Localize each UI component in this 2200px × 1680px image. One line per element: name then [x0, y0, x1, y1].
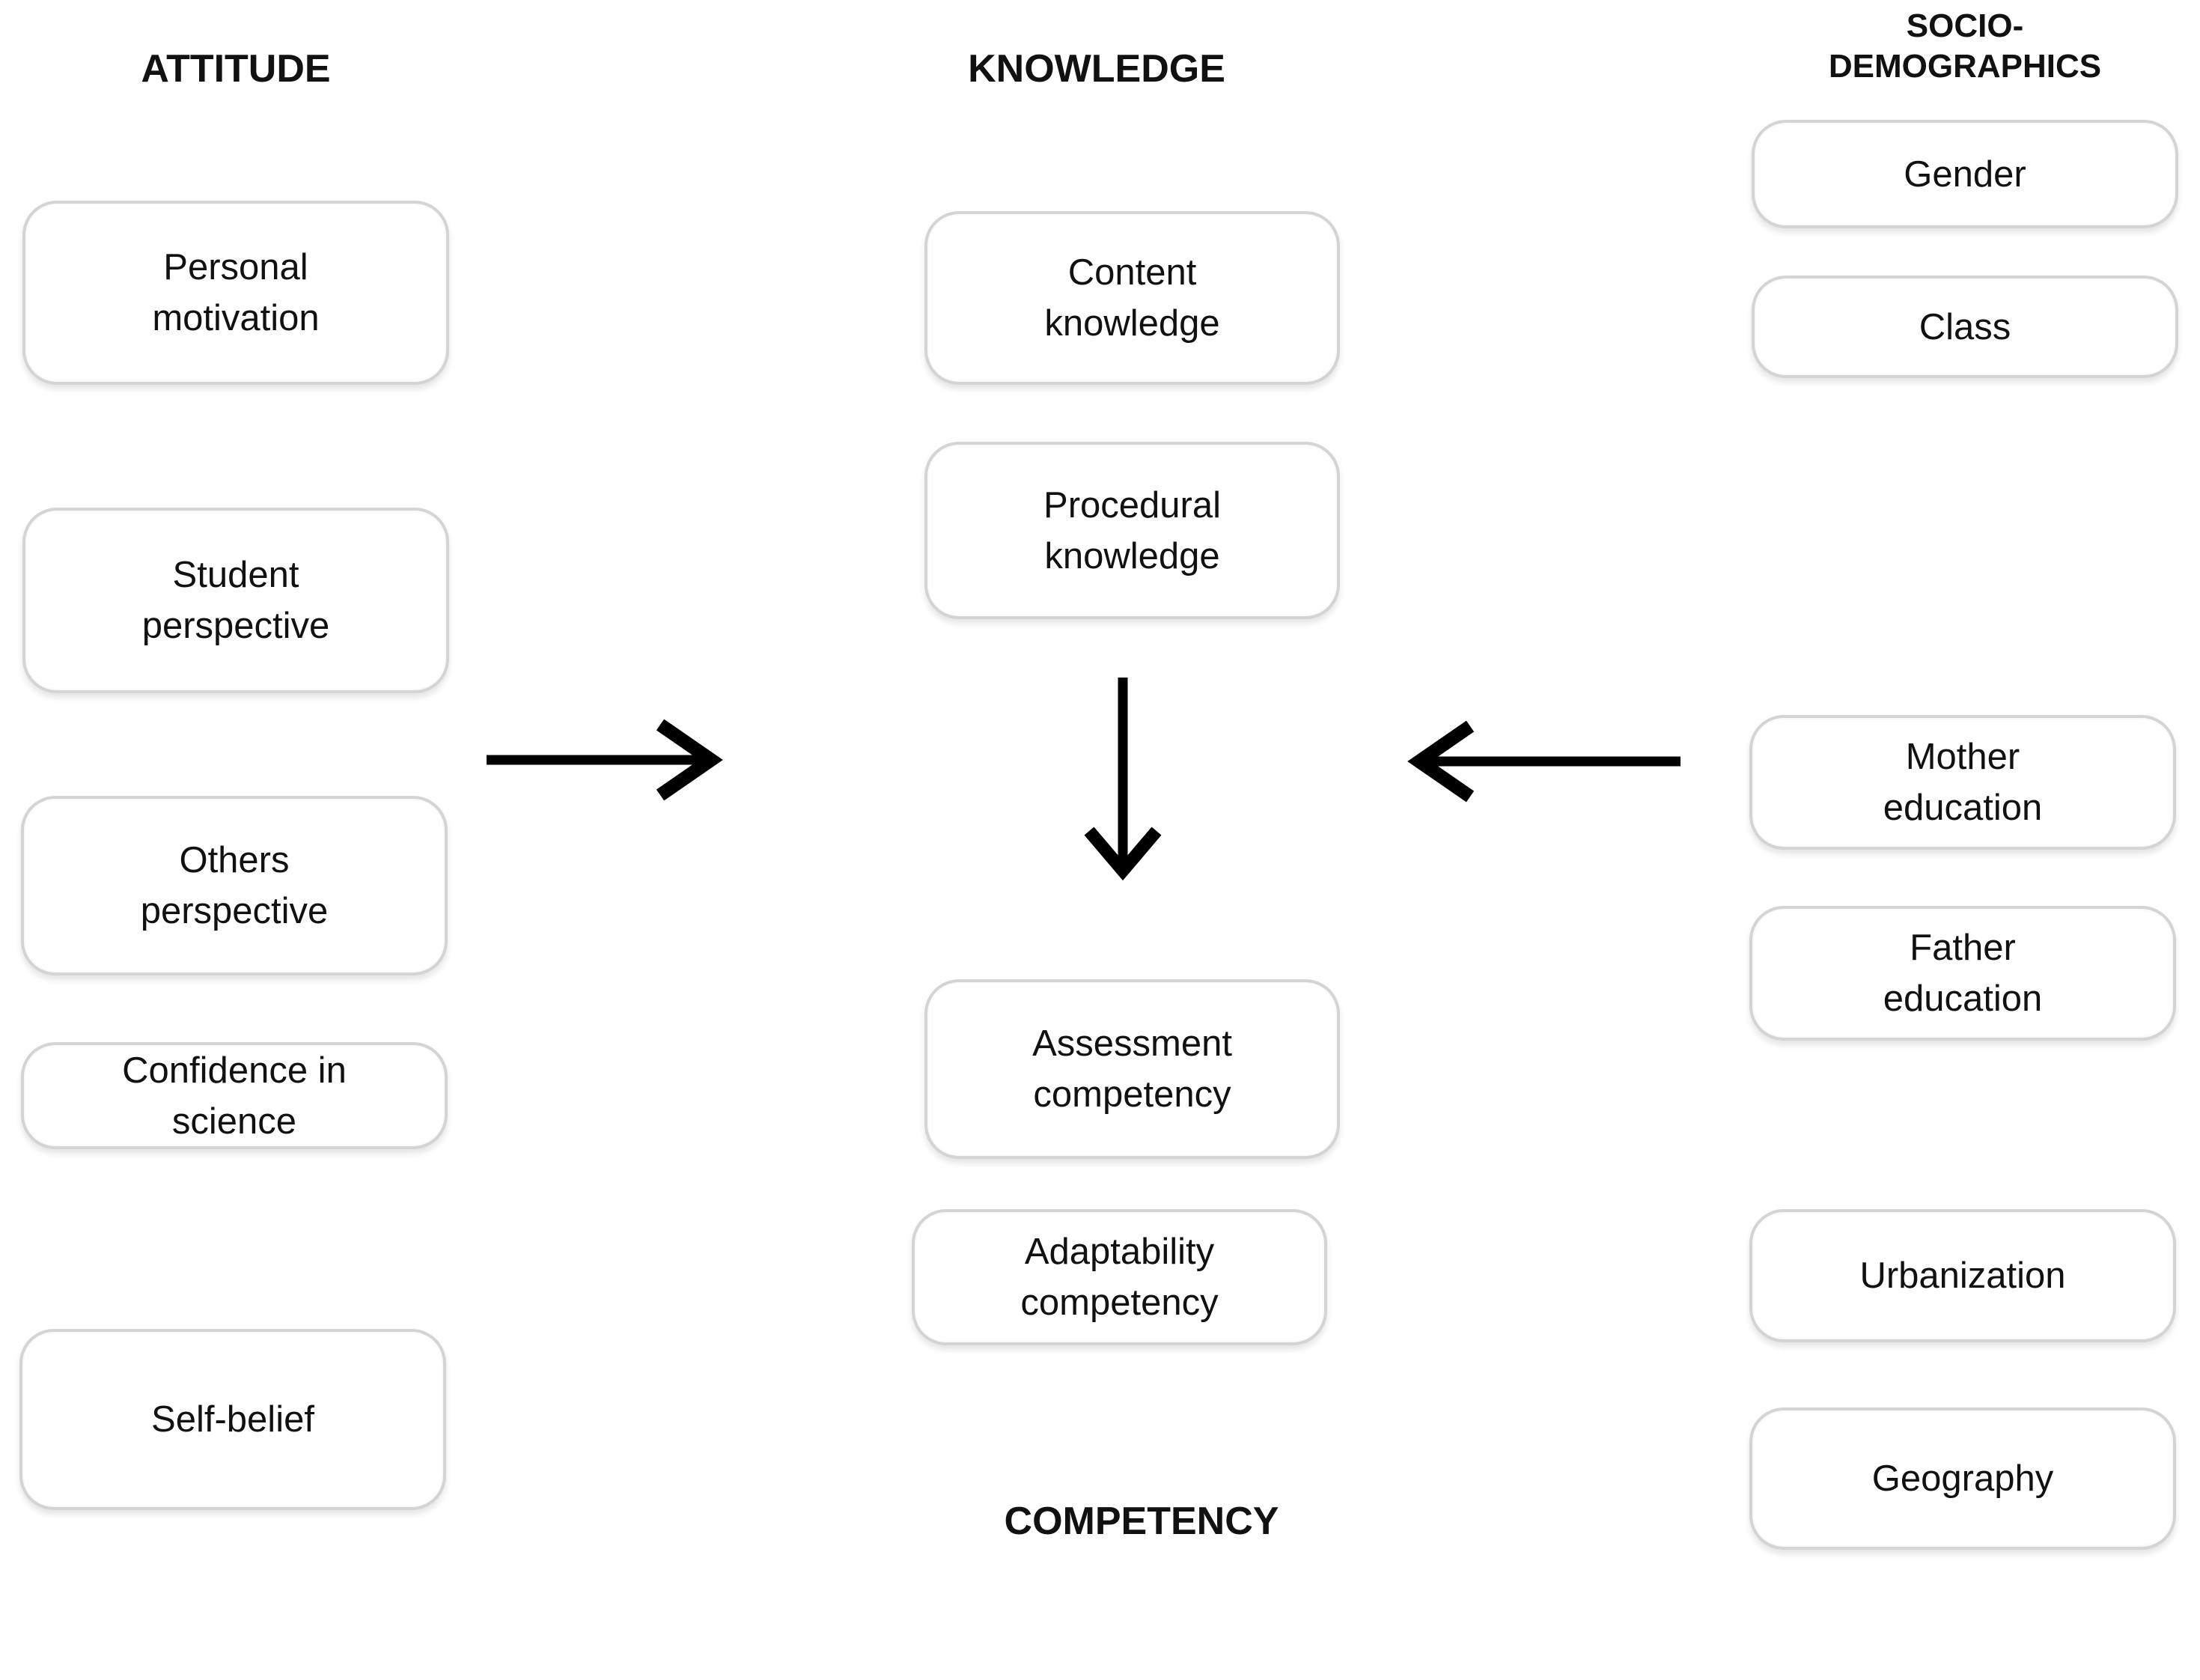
box-personal-motivation: Personal motivation	[22, 201, 449, 385]
box-self-belief: Self-belief	[19, 1329, 446, 1510]
box-urbanization: Urbanization	[1749, 1209, 2176, 1342]
box-adaptability-competency: Adaptability competency	[912, 1209, 1327, 1345]
competency-column-header: COMPETENCY	[1004, 1500, 1279, 1543]
left-arrow-sociodemographics-to-knowledge-icon	[1407, 720, 1681, 803]
sociodemographics-column-header: SOCIO- DEMOGRAPHICS	[1828, 7, 2102, 85]
box-content-knowledge: Content knowledge	[924, 211, 1340, 385]
box-others-perspective: Others perspective	[21, 796, 448, 976]
box-confidence-in-science: Confidence in science	[21, 1042, 448, 1149]
box-assessment-competency: Assessment competency	[924, 979, 1340, 1159]
attitude-column-header: ATTITUDE	[141, 47, 331, 91]
box-father-education: Father education	[1749, 906, 2176, 1041]
down-arrow-knowledge-to-competency-icon	[1084, 678, 1162, 881]
right-arrow-attitude-to-knowledge-icon	[487, 719, 723, 801]
box-geography: Geography	[1749, 1407, 2176, 1550]
box-procedural-knowledge: Procedural knowledge	[924, 442, 1340, 619]
box-student-perspective: Student perspective	[22, 508, 449, 693]
knowledge-column-header: KNOWLEDGE	[968, 47, 1225, 91]
box-gender: Gender	[1752, 120, 2178, 228]
box-mother-education: Mother education	[1749, 715, 2176, 850]
box-class: Class	[1752, 276, 2178, 378]
